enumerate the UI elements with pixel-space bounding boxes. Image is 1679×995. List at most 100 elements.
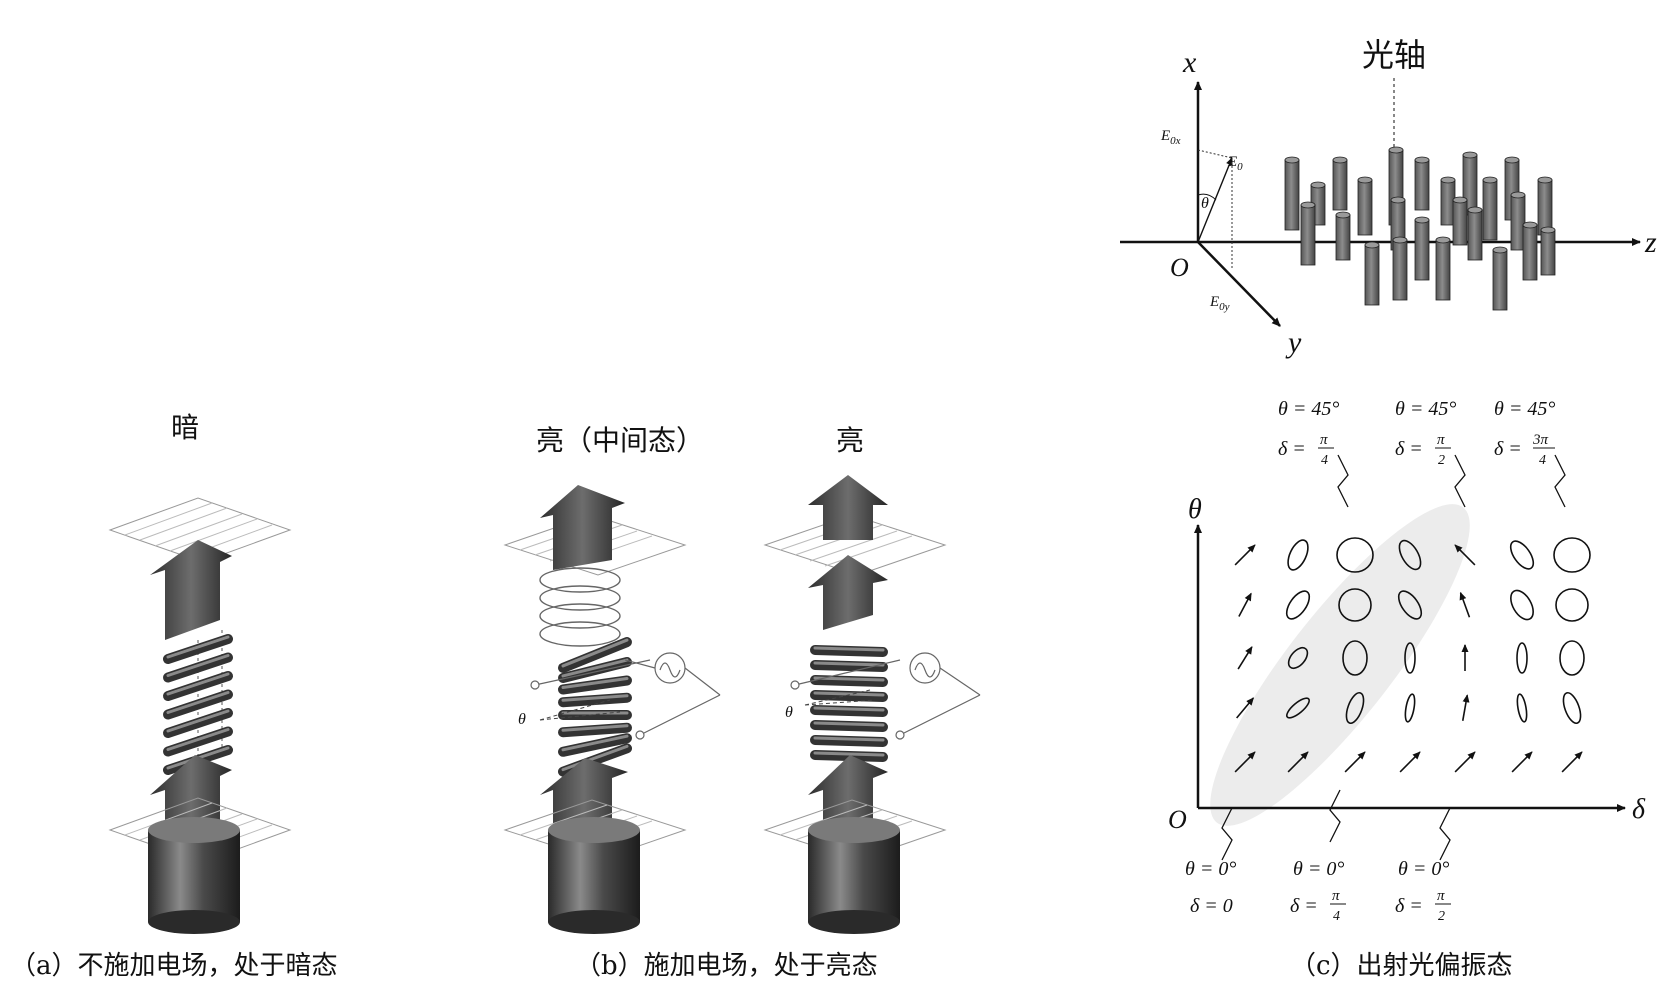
polarization-ellipse <box>1336 537 1374 573</box>
lc-pillar-top <box>1492 246 1508 254</box>
delta-den: 2 <box>1438 909 1445 924</box>
polarization-arrow <box>1234 544 1256 566</box>
delta-num: π <box>1320 432 1328 448</box>
lc-rod <box>558 722 632 738</box>
optic-axis-label: 光轴 <box>1362 36 1426 74</box>
lc-pillar-top <box>1392 236 1408 244</box>
lc-rod-highlight <box>813 736 885 742</box>
polarization-ellipse <box>1404 693 1416 723</box>
lc-pillar <box>1335 214 1351 261</box>
lc-rod <box>558 733 632 757</box>
e0x-label: E0x <box>1160 128 1181 147</box>
delta-den: 4 <box>1321 453 1328 468</box>
lc-pillar <box>1482 179 1498 241</box>
polarization-ellipse <box>1342 640 1368 676</box>
polarization-ellipse <box>1287 646 1309 670</box>
lc-rod <box>558 675 632 695</box>
lc-pillar-top <box>1537 176 1553 184</box>
theta-axis-label: θ <box>1188 494 1202 525</box>
rods-a <box>163 634 233 775</box>
polarization-arrow <box>1511 751 1533 773</box>
lc-rod <box>163 634 233 664</box>
electrodes-b1 <box>530 652 721 740</box>
lc-pillar-top <box>1364 241 1380 249</box>
lc-rod-highlight <box>166 709 230 733</box>
polarization-arrow <box>1287 751 1309 773</box>
lc-rod <box>558 692 632 708</box>
e0-vector <box>1197 157 1233 243</box>
top-polarizer <box>108 497 292 563</box>
light-arrow-top <box>540 485 625 570</box>
lc-rod-highlight <box>813 691 885 697</box>
lc-pillar <box>1284 159 1300 231</box>
polarization-ellipse <box>1398 539 1422 571</box>
lc-pillar <box>1357 179 1373 236</box>
theta-value: θ = 45° <box>1494 398 1555 420</box>
lc-rod <box>810 690 888 702</box>
lc-pillar <box>1414 159 1430 211</box>
light-arrow-bottom <box>150 755 232 830</box>
top-label-3: θ = 45° δ = 3π 4 <box>1494 398 1555 468</box>
rods-b1 <box>558 637 632 777</box>
lc-rod-highlight <box>813 661 885 667</box>
panel-b: 亮（中间态） 亮 <box>503 424 981 981</box>
lc-pillar-top <box>1284 156 1300 164</box>
delta-num: 3π <box>1532 432 1549 448</box>
lc-rod <box>163 726 233 757</box>
lc-pillar <box>1522 224 1538 281</box>
lc-rod <box>810 735 888 747</box>
lc-pillar <box>1452 199 1468 246</box>
polarization-ellipse <box>1510 589 1534 621</box>
lc-pillar-top <box>1522 221 1538 229</box>
lc-rod <box>163 708 233 738</box>
polarization-ellipse <box>1516 642 1528 674</box>
lc-pillar-top <box>1388 146 1404 154</box>
polarization-ellipse <box>1509 540 1535 570</box>
lc-rod-highlight <box>561 658 629 678</box>
sub-figure-bright: θ <box>763 475 981 934</box>
delta-den: 4 <box>1539 453 1546 468</box>
theta-value: θ = 0° <box>1398 858 1449 880</box>
delta-den: 4 <box>1333 909 1340 924</box>
lc-rod <box>558 637 632 673</box>
lc-pillar <box>1392 239 1408 301</box>
delta-value: δ = 0 <box>1190 895 1233 917</box>
lc-rod-highlight <box>166 691 230 714</box>
polarization-arrow <box>1234 751 1256 773</box>
polarization-ellipse <box>1345 691 1365 725</box>
polarization-arrow <box>1237 646 1253 670</box>
origin-label: O <box>1170 253 1189 282</box>
rods-b2 <box>810 645 888 762</box>
lc-pillar-top <box>1300 201 1316 209</box>
top-label-2: θ = 45° δ = π 2 <box>1395 398 1456 468</box>
light-arrow-bottom <box>808 755 888 830</box>
lc-pillar <box>1492 249 1508 311</box>
theta-marker-b2: θ <box>785 689 876 721</box>
lc-pillar <box>1300 204 1316 266</box>
lc-pillar <box>1364 244 1380 306</box>
lc-rod-highlight <box>166 635 230 659</box>
polarization-arrow <box>1561 751 1583 773</box>
state-label-dark: 暗 <box>171 411 199 444</box>
polarization-arrow <box>1461 694 1470 721</box>
lc-rod-highlight <box>813 646 885 652</box>
theta-value: θ = 45° <box>1278 398 1339 420</box>
lc-rod-highlight <box>561 694 629 702</box>
lc-pillar-top <box>1310 181 1326 189</box>
delta-prefix: δ = <box>1290 895 1318 917</box>
lc-pillar-top <box>1335 211 1351 219</box>
sub-figure-intermediate: θ <box>503 485 721 934</box>
light-source-cylinder <box>548 817 640 934</box>
delta-prefix: δ = <box>1395 438 1423 460</box>
delta-num: π <box>1332 888 1340 904</box>
light-arrow-bottom <box>540 758 628 830</box>
polarization-ellipse <box>1404 642 1416 674</box>
lc-rod-highlight <box>813 751 885 757</box>
theta-symbol: θ <box>785 704 793 721</box>
e0-label: E0 <box>1227 154 1243 173</box>
state-label-intermediate: 亮（中间态） <box>536 424 704 457</box>
lc-pillar-top <box>1510 191 1526 199</box>
delta-prefix: δ = <box>1494 438 1522 460</box>
light-arrow-top <box>808 475 888 540</box>
lc-rod-highlight <box>166 672 230 696</box>
